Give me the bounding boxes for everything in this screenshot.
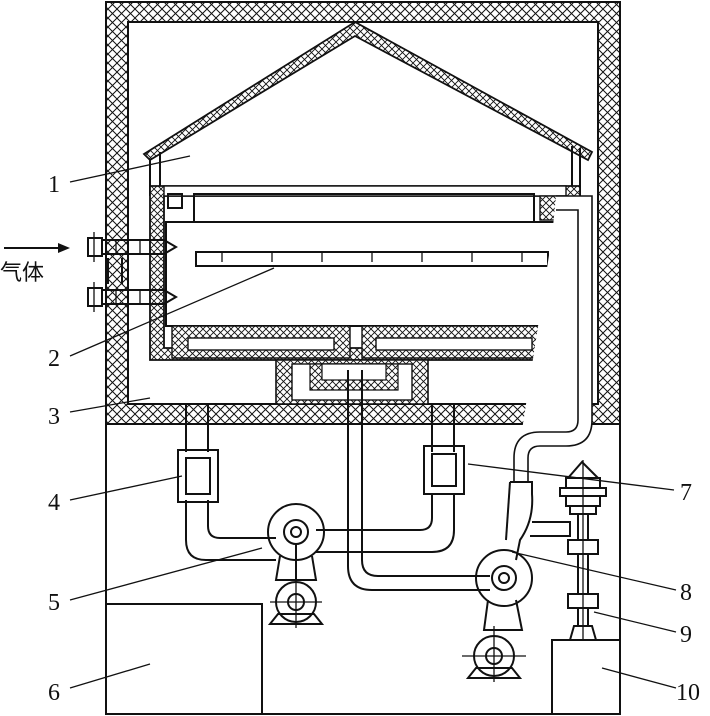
base-box-right bbox=[551, 639, 620, 714]
label-2: 2 bbox=[48, 346, 60, 372]
label-8: 8 bbox=[680, 580, 692, 606]
central-support bbox=[275, 359, 429, 405]
lower-frame bbox=[105, 424, 621, 715]
right-duct bbox=[316, 404, 455, 553]
bottom-plates bbox=[171, 325, 557, 359]
label-10: 10 bbox=[676, 680, 700, 706]
leader-lines bbox=[69, 155, 677, 689]
label-6: 6 bbox=[48, 680, 60, 706]
label-9: 9 bbox=[680, 622, 692, 648]
right-return-duct bbox=[513, 195, 593, 482]
work-basket bbox=[165, 221, 563, 327]
label-1: 1 bbox=[48, 172, 60, 198]
fan-left bbox=[267, 503, 325, 628]
label-7: 7 bbox=[680, 480, 692, 506]
fan-right bbox=[462, 549, 533, 682]
gas-inlet-nozzles bbox=[87, 232, 178, 312]
label-4: 4 bbox=[48, 490, 60, 516]
label-3: 3 bbox=[48, 404, 60, 430]
filter-right bbox=[423, 445, 465, 495]
gas-label: 气体 bbox=[0, 261, 44, 286]
drop-duct bbox=[505, 481, 571, 561]
label-5: 5 bbox=[48, 590, 60, 616]
filter-left bbox=[177, 449, 219, 503]
base-box-left bbox=[106, 603, 263, 714]
left-duct bbox=[185, 404, 276, 561]
roof-cover bbox=[142, 20, 594, 196]
center-duct bbox=[347, 370, 490, 591]
gas-flow-arrow bbox=[4, 243, 70, 253]
